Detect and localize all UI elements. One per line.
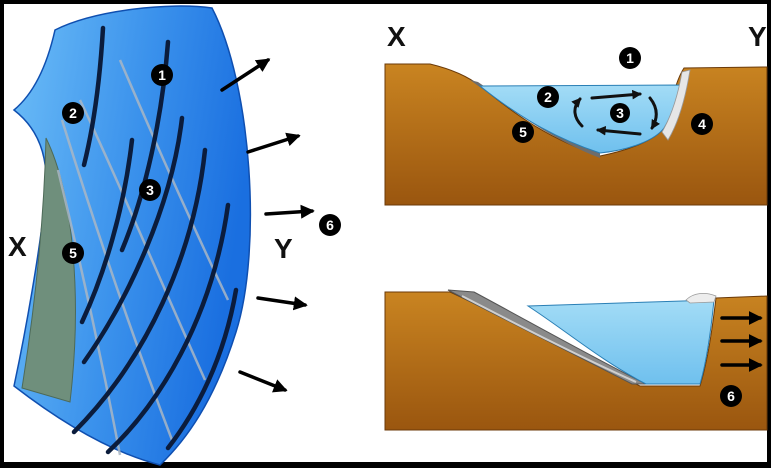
lateral-flow-arrows	[720, 311, 763, 372]
marker-label: 5	[519, 124, 527, 140]
marker-label: 6	[727, 388, 735, 404]
cut-bank	[661, 69, 691, 141]
marker-2: 2	[537, 86, 559, 108]
marker-3: 3	[610, 103, 630, 123]
marker-1: 1	[151, 64, 173, 86]
marker-5: 5	[512, 121, 534, 143]
helical-flow-arrows	[571, 89, 661, 136]
section-x-label: X	[387, 21, 406, 52]
marker-4: 4	[691, 113, 713, 135]
marker-5: 5	[62, 242, 84, 264]
arrow	[264, 204, 315, 219]
arrow	[596, 125, 642, 136]
marker-label: 3	[146, 182, 154, 198]
marker-2: 2	[62, 102, 84, 124]
section-y-label: Y	[748, 21, 767, 52]
cross-section-bottom: 6	[384, 289, 768, 431]
marker-3: 3	[139, 179, 161, 201]
arrow	[238, 370, 288, 393]
arrow	[590, 89, 642, 100]
outward-flow-arrows	[220, 58, 315, 393]
plan-y-label: Y	[274, 233, 293, 264]
marker-label: 3	[616, 105, 624, 121]
arrow	[246, 132, 301, 154]
arrow	[648, 96, 661, 130]
arrow	[220, 58, 271, 92]
plan-x-label: X	[8, 231, 27, 262]
marker-1: 1	[619, 47, 641, 69]
marker-label: 2	[544, 89, 552, 105]
cut-bank	[685, 292, 717, 304]
marker-label: 1	[158, 67, 166, 83]
arrow	[256, 296, 308, 311]
arrow	[571, 97, 584, 128]
point-bar-layers-inner	[461, 295, 637, 383]
marker-label: 5	[69, 245, 77, 261]
cross-section-top: X Y 1 2 3 4 5	[384, 21, 768, 206]
marker-label: 1	[626, 50, 634, 66]
marker-label: 6	[326, 217, 334, 233]
marker-6: 6	[319, 214, 341, 236]
marker-6: 6	[720, 385, 742, 407]
marker-label: 2	[69, 105, 77, 121]
marker-label: 4	[698, 116, 706, 132]
channel-water	[526, 299, 715, 385]
plan-view: 1 2 3 5 X Y 6	[8, 5, 341, 466]
